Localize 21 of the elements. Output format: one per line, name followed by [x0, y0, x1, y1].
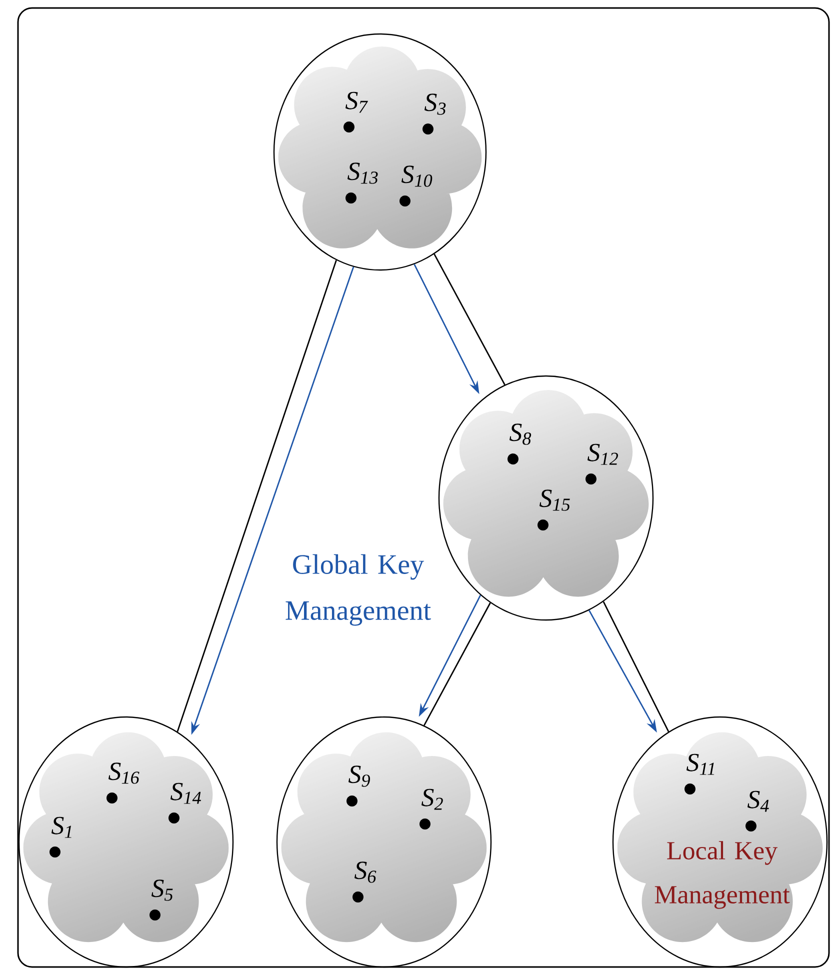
sensor-label: S$_{14}$	[170, 782, 201, 804]
sensor-label: S$_{15}$	[540, 490, 570, 511]
connector-line	[176, 260, 337, 732]
sensor-label: S$_{6}$	[354, 862, 376, 883]
connector-line	[602, 601, 670, 732]
connector-line	[434, 254, 506, 386]
sensor-label: S$_{4}$	[748, 790, 769, 812]
sensor-label: S$_{3}$	[424, 94, 446, 115]
sensor-label: S$_{8}$	[510, 424, 532, 445]
sensor-label: S$_{16}$	[108, 762, 140, 784]
sensor-label: S$_{7}$	[346, 92, 368, 113]
sensor-label: S$_{10}$	[402, 166, 432, 187]
cluster-label: Local Key Management	[654, 841, 790, 909]
sensor-label: S$_{2}$	[422, 788, 443, 810]
sensor-label: S$_{1}$	[52, 816, 72, 838]
connector-line	[424, 602, 491, 726]
sensor-label: S$_{11}$	[686, 754, 714, 775]
sensor-label: S$_{5}$	[152, 880, 173, 901]
sensor-label: S$_{12}$	[588, 444, 618, 465]
sensor-label: S$_{9}$	[348, 766, 370, 787]
sensor-label: S$_{13}$	[348, 162, 378, 184]
